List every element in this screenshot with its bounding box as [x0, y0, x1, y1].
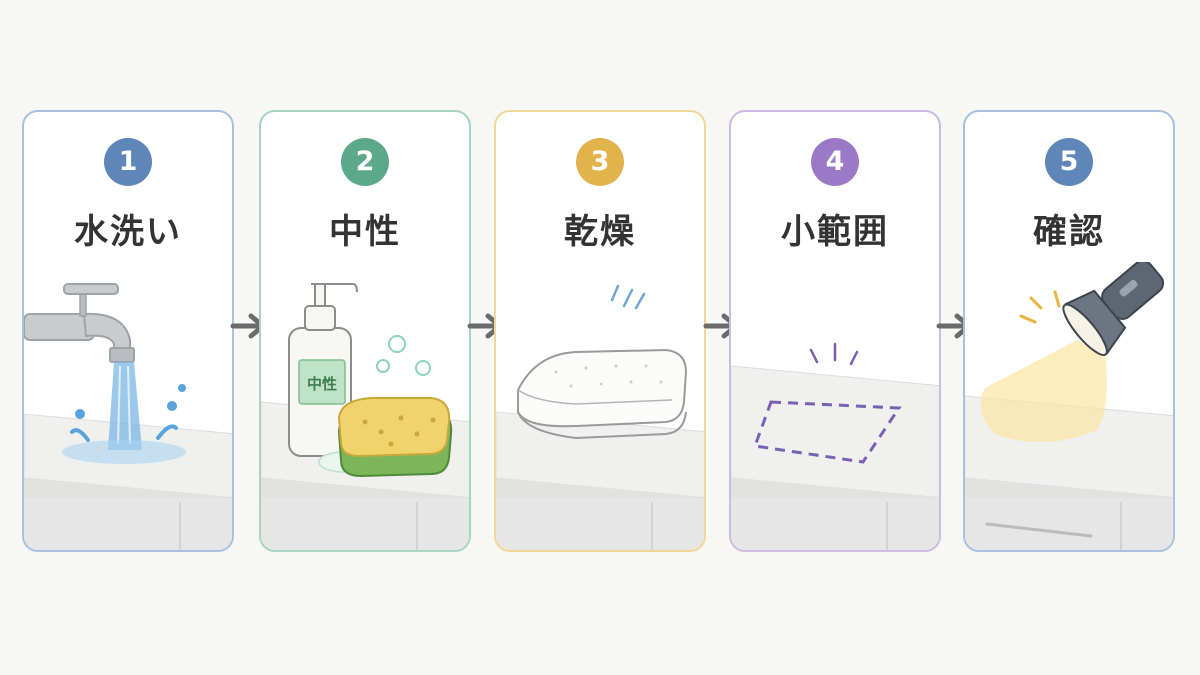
flashlight-icon	[965, 262, 1173, 550]
faucet-icon	[24, 283, 232, 550]
step-title: 中性	[329, 212, 401, 252]
step-card-4: 4 小範囲	[729, 110, 941, 552]
dashed-square-icon	[731, 342, 939, 550]
bottle-label: 中性	[306, 375, 337, 393]
step-title: 水洗い	[74, 212, 182, 252]
step-card-3: 3 乾燥	[494, 110, 706, 552]
step-card-2: 2 中性 中性	[259, 110, 471, 552]
step-title: 確認	[1033, 212, 1105, 252]
step-title: 小範囲	[781, 212, 889, 252]
step-number-badge: 3	[576, 138, 624, 186]
step-number-badge: 1	[104, 138, 152, 186]
step-number-badge: 4	[811, 138, 859, 186]
step-title: 乾燥	[564, 212, 636, 252]
step-number-badge: 5	[1045, 138, 1093, 186]
step-number-badge: 2	[341, 138, 389, 186]
detergent-bottle-icon	[261, 283, 469, 550]
step-card-1: 1 水洗い	[22, 110, 234, 552]
step-card-5: 5 確認	[963, 110, 1175, 552]
towel-icon	[496, 284, 704, 550]
